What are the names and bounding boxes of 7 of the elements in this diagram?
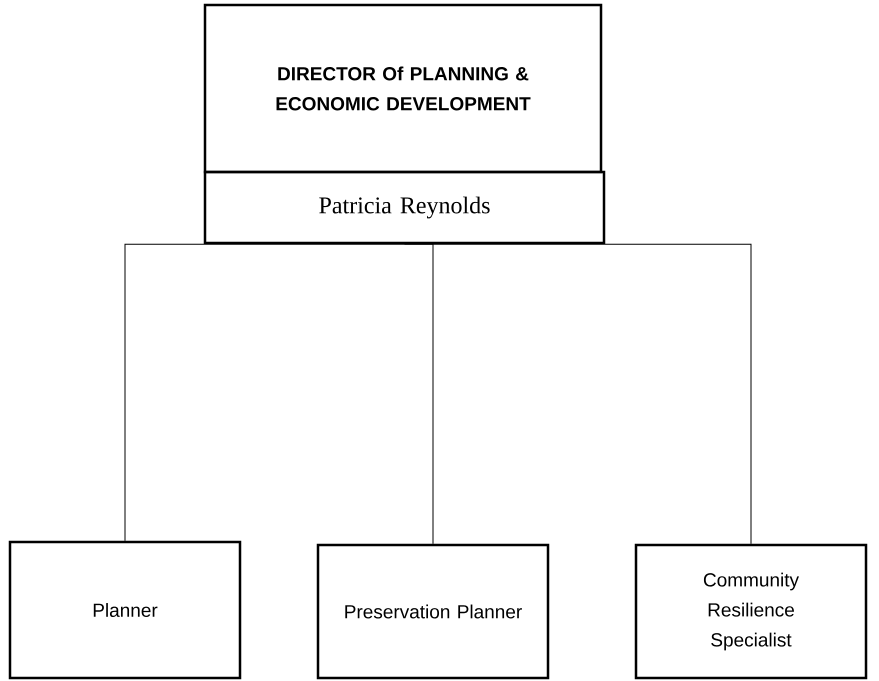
position-box: Community Resilience Specialist: [634, 544, 868, 680]
position-box: Planner: [8, 540, 242, 680]
name-box: Patricia Reynolds: [204, 170, 606, 244]
connector-line: [124, 244, 405, 542]
title-box: DIRECTOR Of PLANNING & ECONOMIC DEVELOPMENT: [204, 4, 602, 174]
position-box: Preservation Planner: [316, 544, 550, 680]
connector-line: [404, 244, 752, 544]
